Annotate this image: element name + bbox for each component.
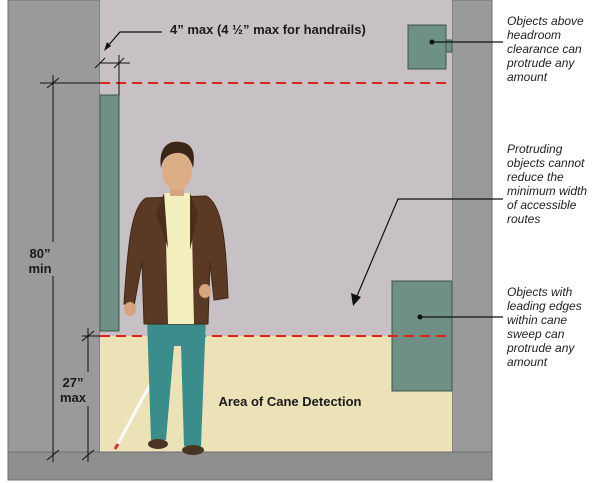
cane-label-bg	[58, 372, 92, 406]
cane-tick-top	[81, 330, 95, 342]
person-shirt	[164, 193, 194, 324]
person-head	[162, 152, 192, 190]
wall-protrusion	[99, 94, 120, 332]
cane-area-label: Area of Cane Detection	[218, 394, 361, 409]
headroom-note: Objects above headroom clearance can pro…	[507, 14, 584, 84]
headroom-tick-top	[46, 77, 60, 89]
cane-height-value: 27”	[63, 375, 84, 390]
person-legs	[147, 316, 206, 446]
protrusion-arrowhead	[104, 42, 111, 51]
person-hair	[160, 141, 194, 168]
floor	[7, 451, 493, 481]
protrusion-max-label: 4” max (4 ½” max for handrails)	[170, 22, 366, 37]
headroom-label-bg	[24, 242, 56, 276]
right-wall	[451, 0, 493, 456]
cane-tick-bottom	[81, 449, 95, 461]
protrusion-leader	[106, 31, 162, 48]
cane-note: Objects with leading edges within cane s…	[507, 285, 582, 369]
high-object	[407, 24, 447, 70]
width-note-leader	[356, 198, 503, 297]
width-note-arrowhead	[351, 293, 361, 306]
cane-height-unit: max	[60, 390, 87, 405]
headroom-value: 80”	[30, 246, 51, 261]
cane-note-dot	[417, 314, 423, 320]
person-with-cane	[113, 141, 229, 455]
protrusion-tick-left	[94, 57, 106, 69]
headroom-tick-bottom	[46, 449, 60, 461]
high-object-mount	[445, 39, 453, 53]
protrusion-tick-right	[113, 57, 125, 69]
headroom-note-dot	[429, 39, 435, 45]
headroom-unit: min	[28, 261, 51, 276]
width-note: Protruding objects cannot reduce the min…	[507, 142, 588, 226]
